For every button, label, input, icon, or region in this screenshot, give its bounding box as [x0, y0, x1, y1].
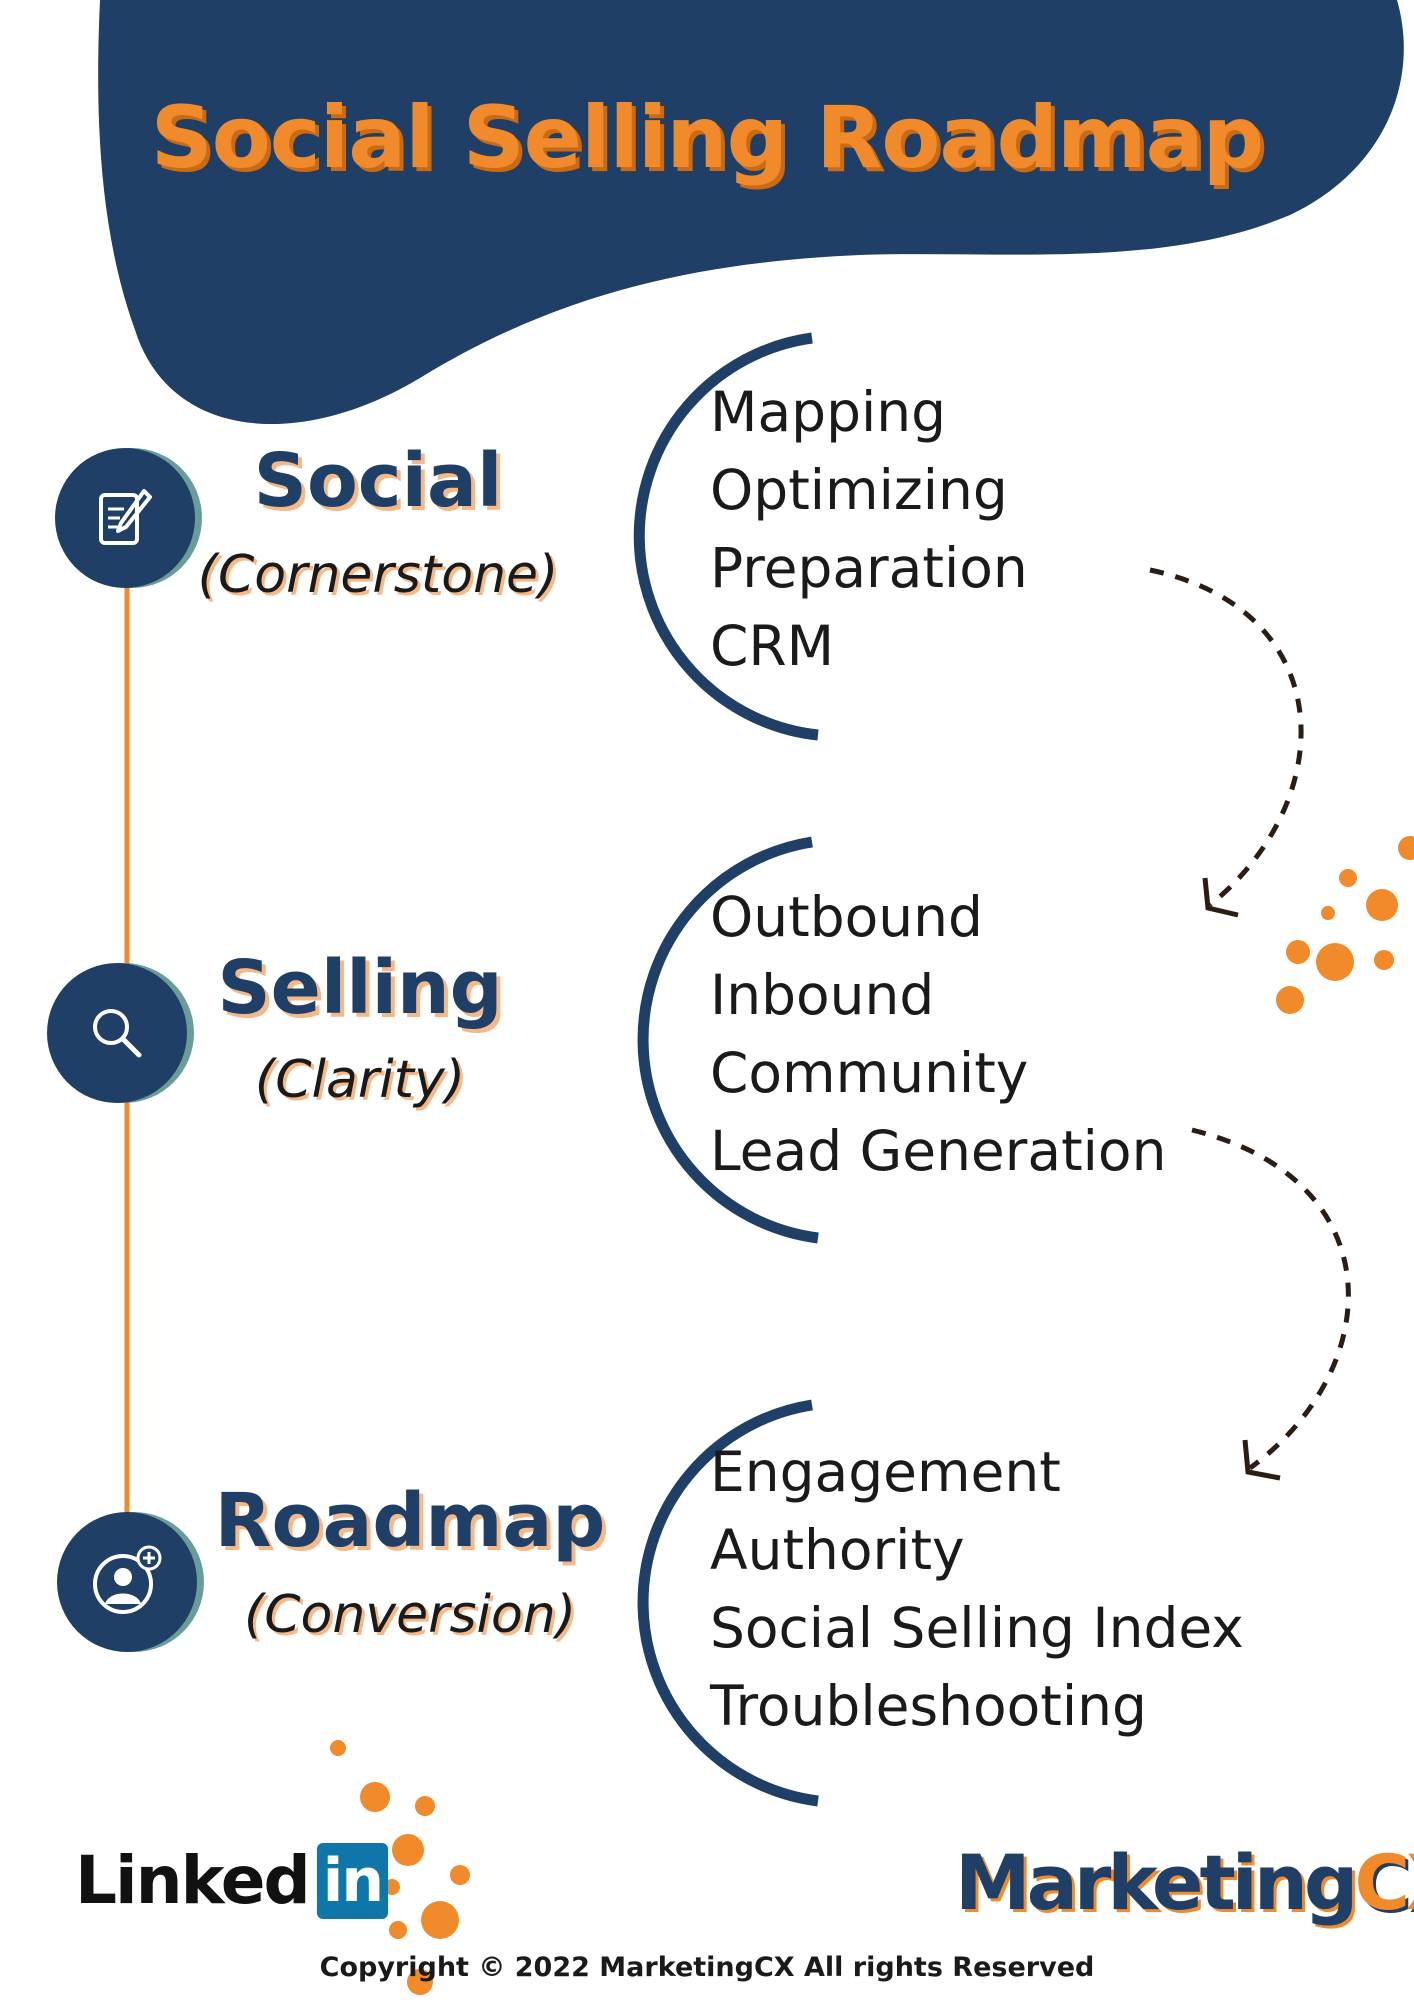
dashed-arrow-1	[1149, 567, 1304, 907]
stage-title-social: Social	[253, 438, 503, 524]
stage-subtitle-social: (Cornerstone)	[197, 545, 559, 605]
dashed-arrow-2	[1191, 1127, 1351, 1471]
list-item: Authority	[710, 1518, 965, 1582]
list-item: Optimizing	[710, 458, 1008, 522]
arrowhead-1	[1202, 877, 1239, 918]
page-title: Social Selling Roadmap	[150, 88, 1264, 188]
orange-dots-right	[1276, 836, 1414, 1014]
stage-title-selling: Selling	[217, 945, 503, 1031]
linkedin-logo-box: in	[316, 1842, 389, 1919]
stage-items-roadmap: Engagement Authority Social Selling Inde…	[710, 1433, 1244, 1745]
arc-social	[633, 332, 819, 741]
list-item: Inbound	[710, 963, 935, 1027]
list-item: Community	[710, 1041, 1029, 1105]
brand-name-part1: Marketing	[955, 1838, 1358, 1927]
linkedin-logo-text: Linked	[75, 1842, 311, 1919]
arc-selling	[637, 836, 819, 1244]
list-item: Engagement	[710, 1440, 1061, 1504]
list-item: Troubleshooting	[710, 1674, 1147, 1738]
arrowhead-2	[1242, 1439, 1281, 1481]
header-blob	[98, 0, 1404, 424]
linkedin-logo: Linked in	[75, 1842, 389, 1919]
search-icon	[47, 963, 187, 1103]
copyright-text: Copyright © 2022 MarketingCX All rights …	[319, 1952, 1095, 1983]
edit-document-icon	[55, 448, 195, 588]
stage-title-roadmap: Roadmap	[214, 1478, 606, 1564]
list-item: Outbound	[710, 885, 983, 949]
list-item: CRM	[710, 614, 835, 678]
stage-subtitle-selling: (Clarity)	[254, 1050, 466, 1110]
brand-name-part2: CX	[1354, 1838, 1414, 1927]
list-item: Lead Generation	[710, 1119, 1167, 1183]
stage-subtitle-roadmap: (Conversion)	[243, 1585, 577, 1645]
stage-items-selling: Outbound Inbound Community Lead Generati…	[710, 878, 1166, 1190]
list-item: Preparation	[710, 536, 1028, 600]
list-item: Mapping	[710, 380, 947, 444]
marketingcx-logo: MarketingCX	[955, 1838, 1414, 1927]
arc-roadmap	[637, 1399, 819, 1807]
list-item: Social Selling Index	[710, 1596, 1244, 1660]
user-add-icon	[57, 1512, 197, 1652]
stage-items-social: Mapping Optimizing Preparation CRM	[710, 373, 1028, 685]
